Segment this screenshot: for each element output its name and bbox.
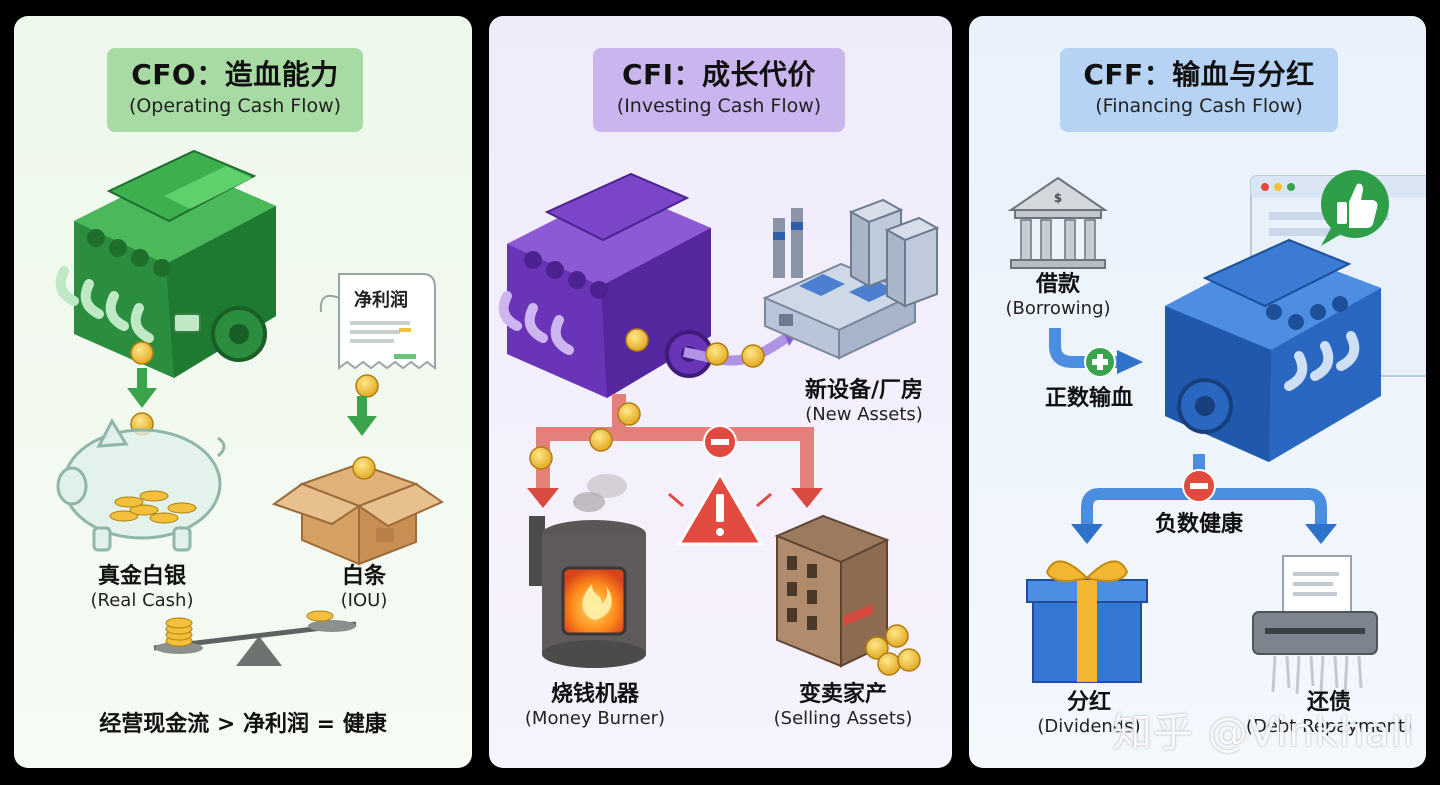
building-icon bbox=[774, 514, 921, 676]
receipt-label: 净利润 bbox=[354, 289, 408, 311]
piggy-bank-icon bbox=[56, 417, 226, 552]
cff-subtitle: (Financing Cash Flow) bbox=[1095, 95, 1303, 117]
cfi-illustration bbox=[498, 172, 940, 676]
money-burner-label: 烧钱机器 (Money Burner) bbox=[524, 682, 666, 729]
borrowing-label: 借款 (Borrowing) bbox=[1005, 272, 1111, 319]
arrow-down-icon bbox=[347, 396, 377, 436]
coin-icon bbox=[352, 456, 376, 480]
balance-scale-icon bbox=[153, 610, 357, 666]
negative-label: 负数健康 bbox=[1154, 512, 1243, 537]
cfi-title-box: CFI：成长代价 (Investing Cash Flow) bbox=[593, 48, 845, 132]
coin-icon bbox=[741, 344, 765, 368]
coin-icon bbox=[625, 328, 649, 352]
coin-icon bbox=[529, 446, 553, 470]
plus-badge-icon bbox=[1084, 346, 1116, 378]
shredder-icon bbox=[1252, 555, 1378, 695]
selling-assets-label: 变卖家产 (Selling Assets) bbox=[773, 682, 913, 729]
receipt-icon bbox=[319, 273, 436, 370]
bank-icon: $ bbox=[1007, 176, 1109, 269]
warning-icon bbox=[668, 472, 772, 546]
real-cash-label: 真金白银 (Real Cash) bbox=[90, 564, 194, 611]
coin-icon bbox=[589, 428, 613, 452]
svg-text:$: $ bbox=[1054, 191, 1062, 205]
arrow-down-icon bbox=[127, 368, 157, 408]
green-engine-icon bbox=[55, 149, 276, 378]
purple-engine-icon bbox=[498, 172, 713, 398]
blue-engine-icon bbox=[1165, 238, 1381, 462]
cfo-illustration: 净利润 bbox=[55, 149, 445, 666]
cfo-panel: CFO：造血能力 (Operating Cash Flow) bbox=[14, 16, 472, 768]
cfo-title-box: CFO：造血能力 (Operating Cash Flow) bbox=[107, 48, 363, 132]
cfi-title: CFI：成长代价 bbox=[621, 58, 817, 91]
watermark: 知乎 @Vinkhall bbox=[1112, 710, 1415, 756]
server-rack-icon bbox=[848, 198, 940, 308]
cff-illustration: $ bbox=[1007, 170, 1426, 695]
thumbs-up-icon bbox=[1321, 170, 1389, 246]
furnace-icon bbox=[529, 474, 646, 668]
cfo-title: CFO：造血能力 bbox=[131, 58, 339, 91]
dividends-label: 分红 (Dividends) bbox=[1037, 690, 1141, 737]
minus-badge-icon bbox=[1182, 469, 1216, 503]
new-assets-label: 新设备/厂房 (New Assets) bbox=[804, 378, 924, 425]
iou-label: 白条 (IOU) bbox=[340, 564, 388, 611]
cfo-formula: 经营现金流 > 净利润 = 健康 bbox=[99, 712, 387, 737]
cfi-subtitle: (Investing Cash Flow) bbox=[616, 95, 822, 117]
cardboard-box-icon bbox=[271, 462, 445, 566]
coin-icon bbox=[130, 341, 154, 365]
debt-repayment-label: 还债 (Debt Repayment) bbox=[1245, 690, 1413, 737]
gift-box-icon bbox=[1026, 560, 1148, 683]
cff-title: CFF：输血与分红 bbox=[1083, 58, 1315, 91]
cfo-subtitle: (Operating Cash Flow) bbox=[128, 95, 342, 117]
cff-title-box: CFF：输血与分红 (Financing Cash Flow) bbox=[1060, 48, 1338, 132]
cff-panel: CFF：输血与分红 (Financing Cash Flow) $ bbox=[969, 16, 1426, 768]
coin-icon bbox=[705, 342, 729, 366]
coin-icon bbox=[617, 402, 641, 426]
cfi-panel: CFI：成长代价 (Investing Cash Flow) bbox=[489, 16, 952, 768]
positive-label: 正数输血 bbox=[1044, 386, 1133, 411]
minus-badge-icon bbox=[703, 425, 737, 459]
coin-icon bbox=[355, 374, 379, 398]
